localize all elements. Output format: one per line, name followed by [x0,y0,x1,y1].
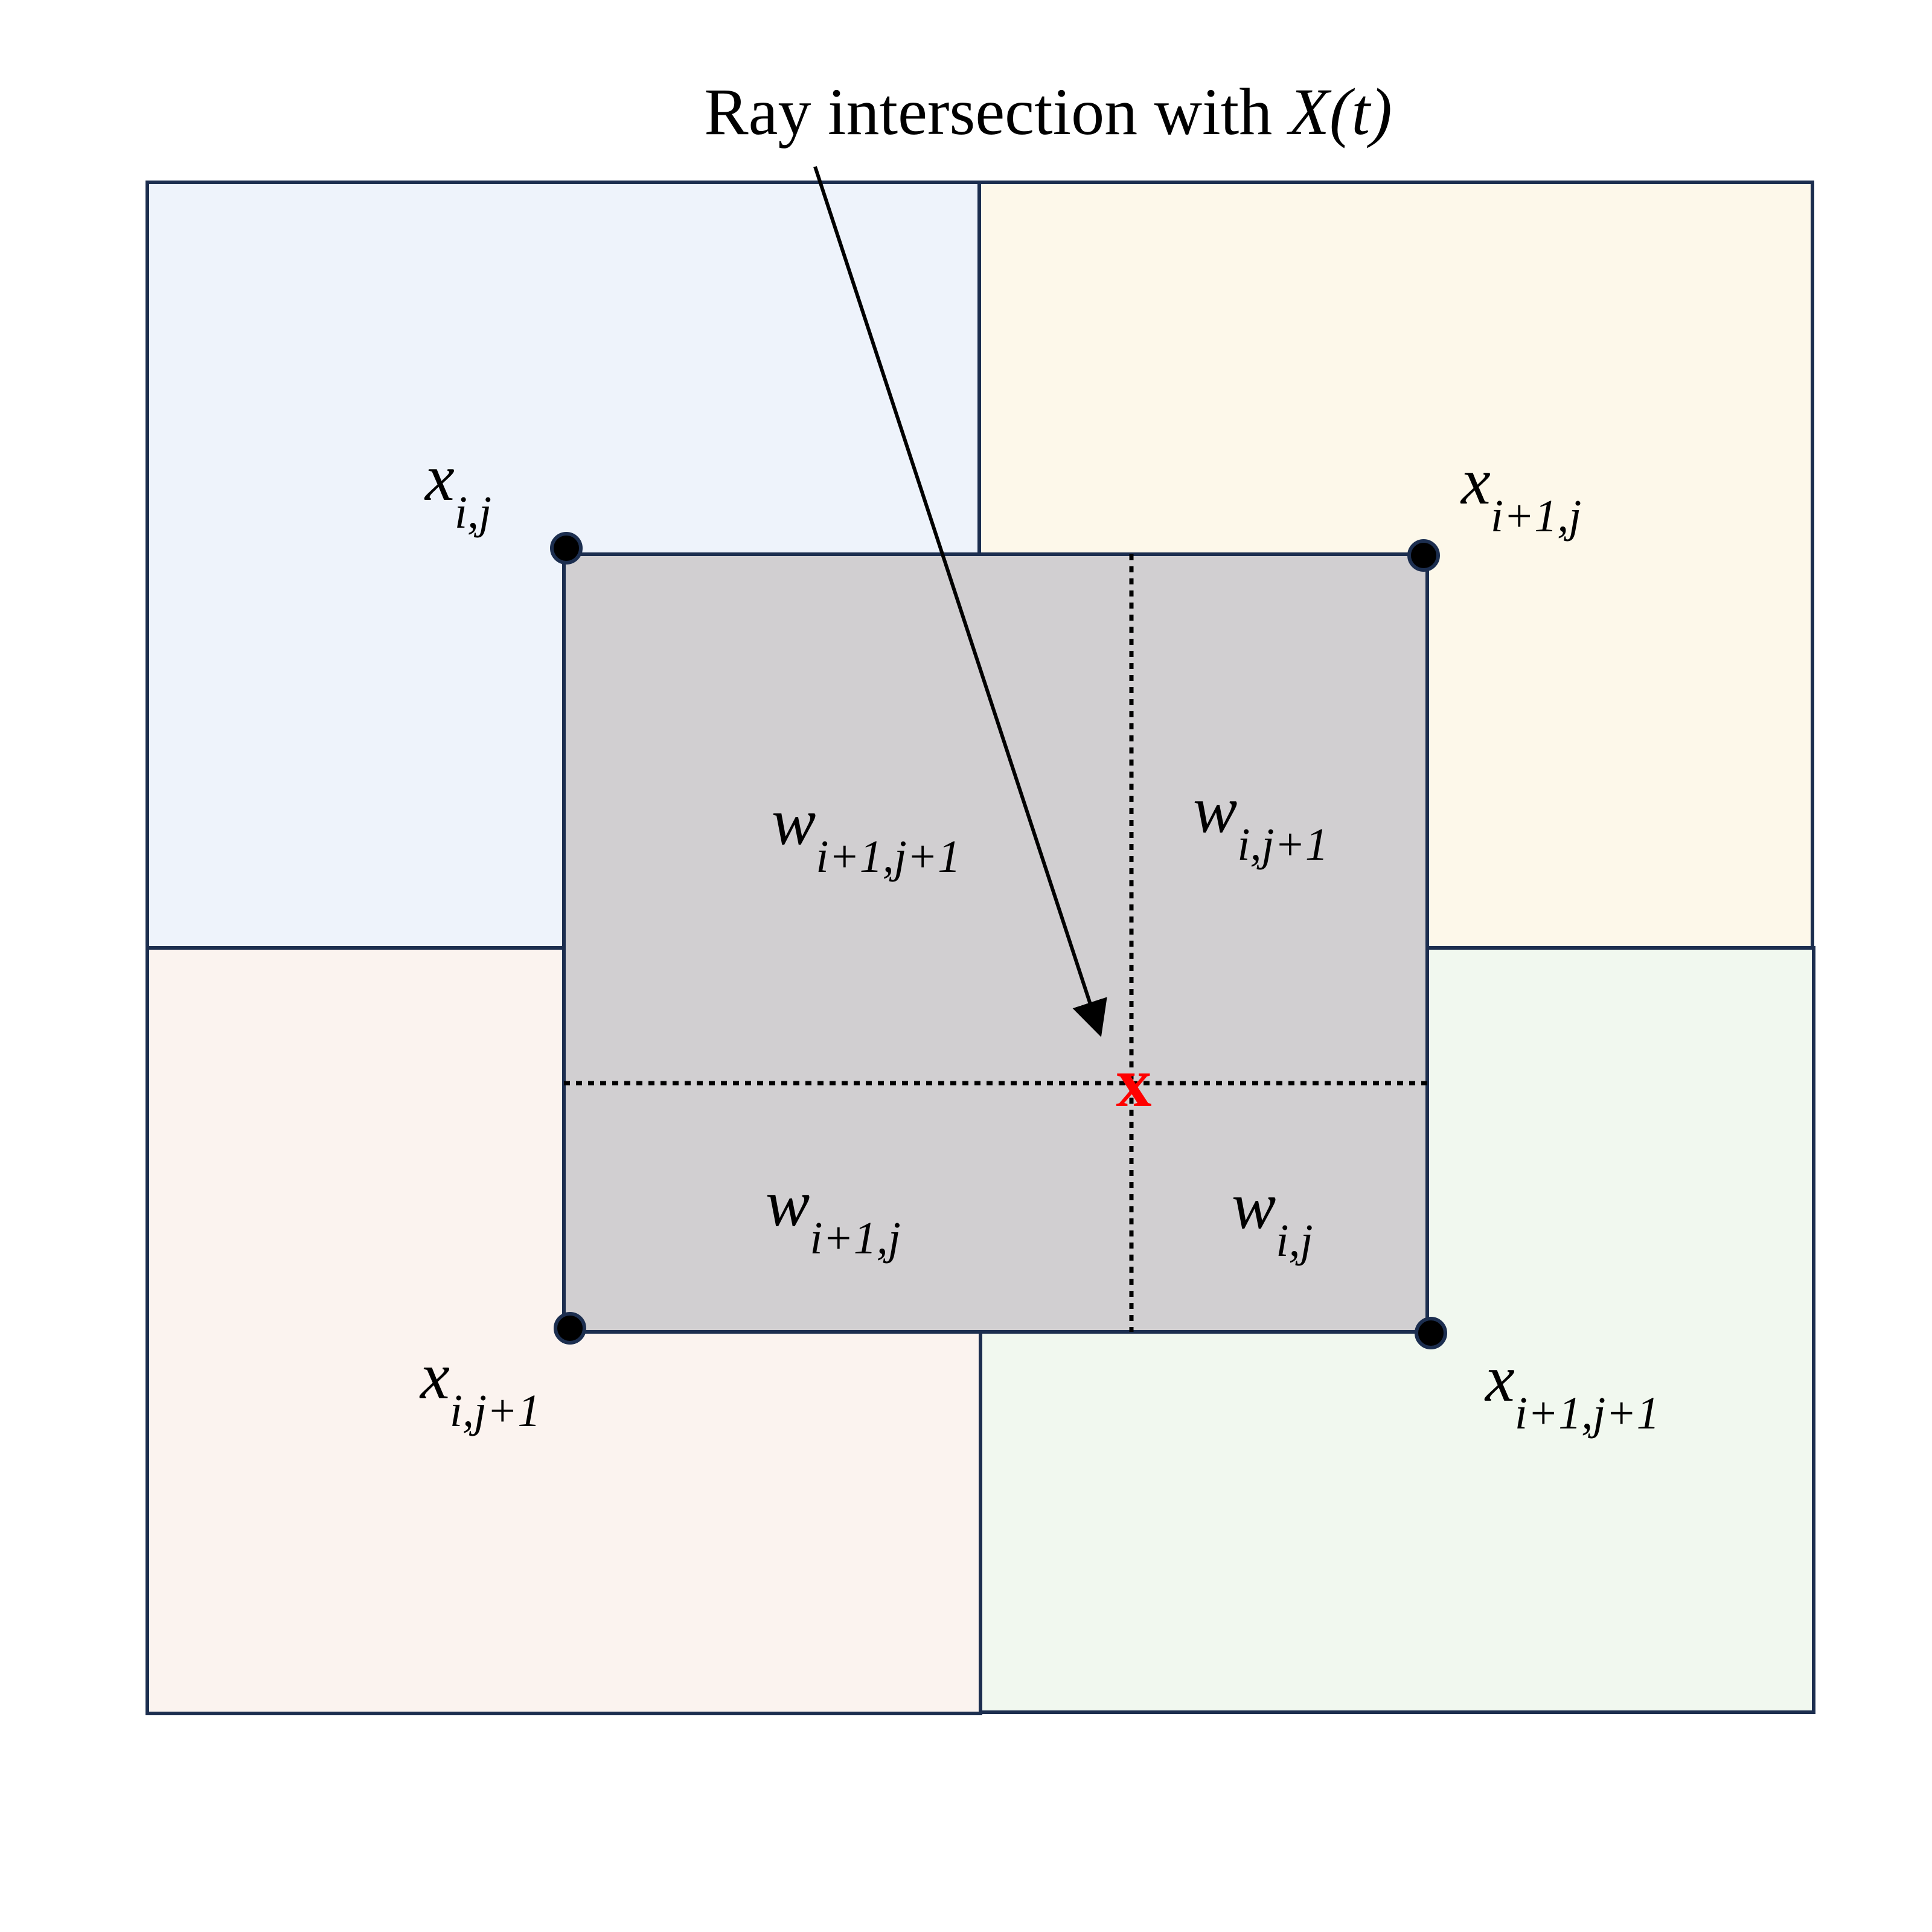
corner-label-x-ij1: xi,j+1 [419,1339,540,1436]
title-prefix: Ray intersection with [704,75,1288,149]
weight-label-w-ij: wi,j [1232,1169,1313,1266]
weight-label-base: w [1193,773,1237,846]
corner-label-base: x [1484,1342,1515,1415]
weight-label-subscript: i,j+1 [1237,819,1328,870]
corner-point-top-left [550,532,583,565]
title-function: X(t) [1287,75,1392,149]
title: Ray intersection with X(t) [704,75,1392,149]
weight-label-w-i1j1: wi+1,j+1 [772,785,961,882]
weight-label-w-i1j: wi+1,j [766,1166,901,1264]
corner-label-x-i1j1: xi+1,j+1 [1484,1342,1660,1439]
interpolation-square [562,552,1429,1334]
corner-point-bottom-left [554,1312,586,1345]
corner-label-base: x [1460,444,1491,518]
intersection-marker: x [1116,1043,1152,1122]
corner-label-x-ij: xi,j [424,441,491,538]
ray-arrow [813,166,1107,1037]
corner-label-subscript: i+1,j+1 [1515,1388,1660,1439]
corner-label-x-i1j: xi+1,j [1460,444,1581,542]
corner-label-base: x [419,1339,450,1413]
weight-label-subscript: i+1,j+1 [816,831,961,882]
corner-label-subscript: i+1,j [1491,491,1582,542]
corner-label-subscript: i,j+1 [450,1386,541,1436]
corner-point-top-right [1407,539,1440,572]
weight-label-w-ij1: wi,j+1 [1193,773,1328,870]
weight-label-subscript: i,j [1276,1215,1313,1266]
weight-label-base: w [766,1166,810,1240]
weight-label-base: w [1232,1169,1276,1243]
corner-label-base: x [424,441,455,514]
corner-label-subscript: i,j [455,487,491,538]
weight-label-base: w [772,785,816,859]
weight-label-subscript: i+1,j [810,1213,901,1264]
corner-point-bottom-right [1415,1317,1447,1349]
